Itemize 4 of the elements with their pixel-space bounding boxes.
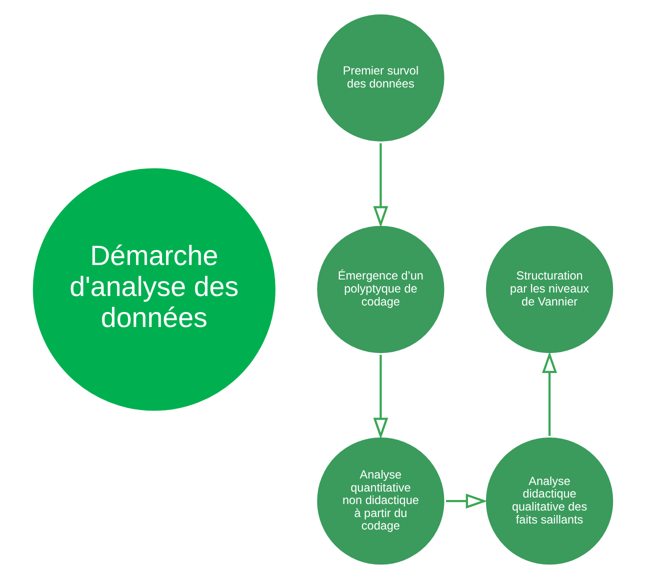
arrow <box>372 354 388 440</box>
arrow <box>542 352 557 436</box>
arrow <box>446 494 487 509</box>
arrow <box>372 143 388 228</box>
